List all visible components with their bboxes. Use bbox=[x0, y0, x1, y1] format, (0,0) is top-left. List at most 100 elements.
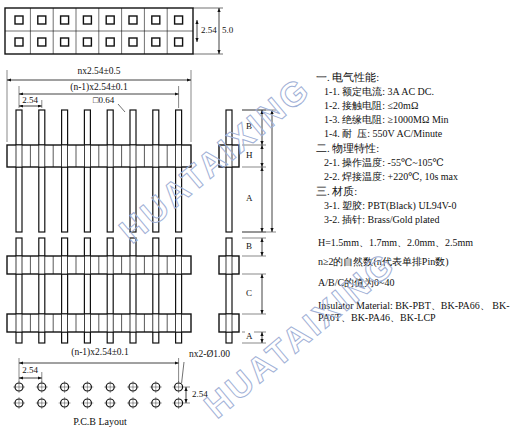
pin bbox=[226, 238, 232, 343]
pin-square bbox=[129, 38, 137, 46]
dimension-letter: C bbox=[245, 288, 253, 298]
drawing-line bbox=[193, 54, 223, 55]
dimension-line bbox=[262, 238, 263, 256]
pin bbox=[39, 110, 45, 232]
top-view-housing bbox=[5, 8, 193, 54]
drawing-line bbox=[41, 381, 42, 393]
pin bbox=[153, 256, 159, 274]
drawing-line bbox=[98, 256, 99, 274]
drawing-line bbox=[167, 314, 168, 332]
dimension-line bbox=[186, 387, 187, 403]
dimension-line bbox=[262, 145, 263, 167]
pin bbox=[62, 314, 68, 332]
pin bbox=[107, 256, 113, 274]
plastic-body bbox=[7, 256, 191, 274]
drawing-line bbox=[76, 256, 77, 274]
pin bbox=[39, 256, 45, 274]
drawing-line bbox=[242, 232, 276, 233]
pin-square bbox=[106, 38, 114, 46]
spec-line: 3-2. 插针: Brass/Gold plated bbox=[324, 214, 440, 226]
dimension-line bbox=[262, 167, 263, 232]
pin-square bbox=[61, 16, 69, 24]
pin bbox=[84, 238, 90, 343]
pin bbox=[153, 145, 159, 167]
drawing-line bbox=[178, 381, 179, 393]
drawing-line bbox=[53, 256, 54, 274]
dimension-value: nx2.54±0.5 bbox=[76, 66, 121, 77]
spec-line: 2-2. 焊接温度: +220℃, 10s max bbox=[324, 171, 458, 183]
spec-heading: 三. 材质: bbox=[316, 186, 357, 198]
drawing-line bbox=[87, 397, 88, 409]
spec-line: 1-4. 耐 压: 550V AC/Minute bbox=[324, 128, 442, 140]
drawing-line bbox=[41, 372, 42, 382]
pin bbox=[16, 145, 22, 167]
pin-square bbox=[15, 38, 23, 46]
pin bbox=[39, 238, 45, 343]
pin bbox=[16, 256, 22, 274]
pin-square bbox=[152, 16, 160, 24]
spec-line: 2-1. 操作温度: -55℃~105℃ bbox=[324, 157, 444, 169]
pin bbox=[62, 256, 68, 274]
dimension-value: 2.54 bbox=[21, 365, 39, 375]
pin bbox=[107, 238, 113, 343]
drawing-line bbox=[121, 8, 122, 54]
plastic-body bbox=[7, 314, 191, 332]
dimension-line bbox=[7, 80, 191, 81]
dimension-value: (n-1)x2.54±0.1 bbox=[70, 347, 129, 358]
pin bbox=[84, 110, 90, 232]
pin bbox=[107, 314, 113, 332]
pin bbox=[130, 238, 136, 343]
pin bbox=[39, 314, 45, 332]
pin bbox=[16, 110, 22, 232]
pin-square bbox=[175, 38, 183, 46]
pin-square bbox=[61, 38, 69, 46]
drawing-line bbox=[178, 358, 179, 382]
view-caption: P.C.B Layout bbox=[73, 416, 127, 428]
dimension-value: 2.54 bbox=[200, 25, 218, 35]
drawing-line bbox=[191, 70, 192, 142]
drawing-line bbox=[98, 145, 99, 167]
drawing-line bbox=[155, 381, 156, 393]
pin bbox=[16, 238, 22, 343]
drawing-line bbox=[144, 314, 145, 332]
drawing-line bbox=[144, 145, 145, 167]
spec-heading: 二. 物理特性: bbox=[316, 143, 379, 155]
dimension-line bbox=[219, 8, 220, 54]
plastic-body bbox=[7, 145, 191, 167]
drawing-line bbox=[121, 314, 122, 332]
pin bbox=[39, 145, 45, 167]
pin-square bbox=[152, 38, 160, 46]
dimension-letter: A bbox=[245, 193, 254, 203]
pin bbox=[130, 256, 136, 274]
drawing-line bbox=[155, 397, 156, 409]
dimension-line bbox=[19, 378, 42, 379]
pin bbox=[107, 110, 113, 232]
drawing-line bbox=[30, 256, 31, 274]
pin bbox=[176, 314, 182, 332]
drawing-line bbox=[30, 8, 31, 54]
pin bbox=[107, 145, 113, 167]
dimension-value: nx2-Ø1.00 bbox=[188, 349, 231, 360]
spec-line: 1-1. 额定电流: 3A AC DC. bbox=[324, 86, 434, 98]
pin-square bbox=[15, 16, 23, 24]
drawing-line bbox=[167, 145, 168, 167]
spec-line: 1-3. 绝缘电阻: ≥1000MΩ Min bbox=[324, 114, 449, 126]
dimension-value: (n-1)x2.54±0.1 bbox=[69, 82, 128, 93]
pin-square bbox=[106, 16, 114, 24]
drawing-line bbox=[121, 145, 122, 167]
drawing-line bbox=[144, 256, 145, 274]
dimension-line bbox=[262, 274, 263, 314]
pin-square bbox=[38, 16, 46, 24]
drawing-line bbox=[110, 381, 111, 393]
drawing-line bbox=[98, 8, 99, 54]
drawing-line bbox=[19, 86, 20, 108]
pin bbox=[84, 314, 90, 332]
pin bbox=[16, 314, 22, 332]
drawing-line bbox=[178, 86, 179, 108]
drawing-line bbox=[53, 145, 54, 167]
dimension-value: 5.0 bbox=[221, 25, 234, 35]
pin-square bbox=[83, 38, 91, 46]
drawing-line bbox=[178, 397, 179, 409]
pin bbox=[226, 314, 232, 332]
pin bbox=[62, 145, 68, 167]
